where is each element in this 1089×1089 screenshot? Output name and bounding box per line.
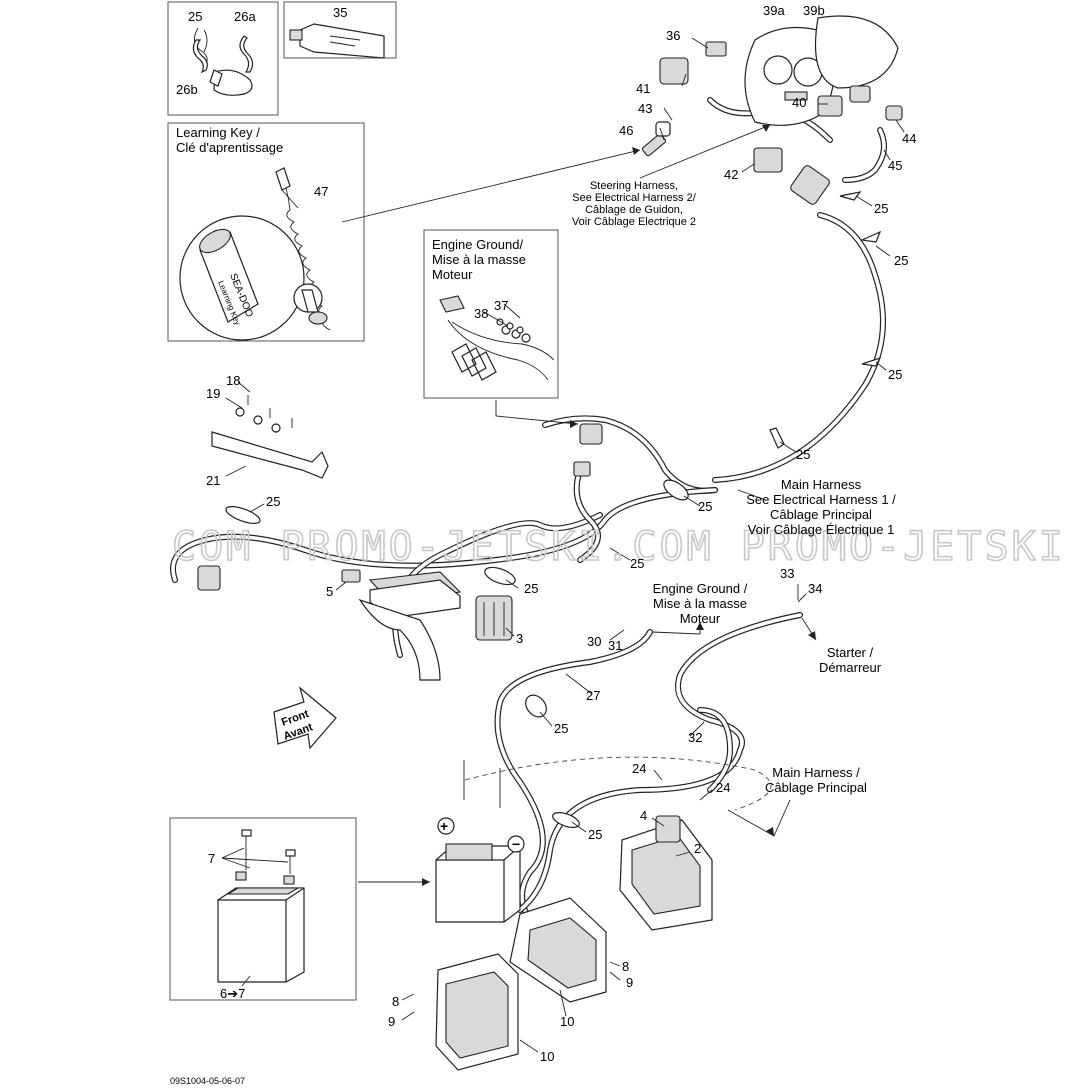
- part-label-24-a: 24: [632, 761, 646, 776]
- part-label-41: 41: [636, 81, 650, 96]
- part-label-31: 31: [608, 638, 622, 653]
- drawing-code: 09S1004-05-06-07: [170, 1076, 245, 1086]
- part-label-2: 2: [694, 841, 701, 856]
- part-label-25-k: 25: [588, 827, 602, 842]
- part-label-33: 33: [780, 566, 794, 581]
- part-label-26b: 26b: [176, 82, 198, 97]
- part-label-26a: 26a: [234, 9, 256, 24]
- note-main-harness-2-line2: Câblage Principal: [765, 780, 867, 795]
- plus-icon: +: [440, 818, 448, 834]
- minus-icon: −: [512, 836, 520, 852]
- part-label-42: 42: [724, 167, 738, 182]
- leader-lines: [221, 37, 905, 1053]
- part-label-43: 43: [638, 101, 652, 116]
- mounting-bracket: [211, 395, 329, 479]
- part-label-25-j: 25: [554, 721, 568, 736]
- part-callouts: 25 26a 26b 35 39a 39b 36 41 40 43 44 46 …: [176, 3, 916, 1064]
- part-label-6-to-7: 6➔7: [220, 986, 245, 1001]
- part-label-45: 45: [888, 158, 902, 173]
- part-label-25-h: 25: [630, 556, 644, 571]
- inset-engine-ground-title-2: Mise à la masse: [432, 252, 526, 267]
- part-label-19: 19: [206, 386, 220, 401]
- part-label-9-b: 9: [388, 1014, 395, 1029]
- switch-blocks: [641, 41, 903, 205]
- part-label-40: 40: [792, 95, 806, 110]
- part-label-34: 34: [808, 581, 822, 596]
- note-main-harness-1-line4: Voir Câblage Électrique 1: [748, 522, 895, 537]
- part-label-24-b: 24: [716, 780, 730, 795]
- part-label-10-a: 10: [560, 1014, 574, 1029]
- part-label-25-g: 25: [698, 499, 712, 514]
- part-label-47: 47: [314, 184, 328, 199]
- note-steering-1: Steering Harness,: [590, 180, 678, 192]
- inset-engine-ground: [423, 229, 559, 399]
- note-main-harness-1-line2: See Electrical Harness 1 /: [746, 492, 896, 507]
- note-engine-ground-2: Mise à la masse: [653, 596, 747, 611]
- watermark: COM PROMO-JETSKI.COM PROMO-JETSKI: [172, 524, 1066, 570]
- part-label-30: 30: [587, 634, 601, 649]
- inset-learning-key: SEA-DOO Learning Key: [167, 122, 365, 342]
- note-main-harness-1-line1: Main Harness: [781, 477, 862, 492]
- part-label-4: 4: [640, 808, 647, 823]
- reference-arrows: [341, 124, 817, 886]
- note-starter-2: Démarreur: [819, 660, 882, 675]
- part-label-7: 7: [208, 851, 215, 866]
- part-label-27: 27: [586, 688, 600, 703]
- inset-learning-key-title-2: Clé d'aprentissage: [176, 140, 283, 155]
- note-steering-3: Câblage de Guidon,: [585, 204, 683, 216]
- dashed-cable-route: [464, 756, 772, 811]
- part-label-25-e: 25: [266, 494, 280, 509]
- part-label-21: 21: [206, 473, 220, 488]
- part-label-39a: 39a: [763, 3, 785, 18]
- note-starter-1: Starter /: [827, 645, 874, 660]
- inset-engine-ground-title-3: Moteur: [432, 267, 473, 282]
- fuse-box: [197, 423, 603, 681]
- inset-clamps: [167, 1, 279, 116]
- part-label-25: 25: [188, 9, 202, 24]
- part-label-25-b: 25: [874, 201, 888, 216]
- part-label-9-a: 9: [626, 975, 633, 990]
- inset-tube: [283, 1, 397, 59]
- part-label-36: 36: [666, 28, 680, 43]
- part-label-32: 32: [688, 730, 702, 745]
- part-label-46: 46: [619, 123, 633, 138]
- part-label-8-b: 8: [392, 994, 399, 1009]
- part-label-18: 18: [226, 373, 240, 388]
- front-arrow: Front Avant: [273, 686, 337, 750]
- part-label-25-c: 25: [894, 253, 908, 268]
- note-main-harness-2-line1: Main Harness /: [772, 765, 860, 780]
- cluster-cover: [815, 15, 899, 89]
- inset-learning-key-title-1: Learning Key /: [176, 125, 260, 140]
- note-engine-ground-3: Moteur: [680, 611, 721, 626]
- part-label-25-i: 25: [524, 581, 538, 596]
- part-label-25-d: 25: [888, 367, 902, 382]
- cable-ties: [225, 191, 882, 828]
- harness-wires: [170, 97, 887, 935]
- inset-engine-ground-title-1: Engine Ground/: [432, 237, 523, 252]
- part-label-10-b: 10: [540, 1049, 554, 1064]
- part-label-35: 35: [333, 5, 347, 20]
- note-steering-4: Voir Câblage Electrique 2: [572, 216, 696, 228]
- part-label-5: 5: [326, 584, 333, 599]
- note-main-harness-1-line3: Câblage Principal: [770, 507, 872, 522]
- part-label-38: 38: [474, 306, 488, 321]
- note-steering-2: See Electrical Harness 2/: [572, 192, 696, 204]
- part-label-44: 44: [902, 131, 916, 146]
- part-label-37: 37: [494, 298, 508, 313]
- part-label-25-f: 25: [796, 447, 810, 462]
- battery-main: + −: [435, 760, 525, 923]
- gauge-cluster: [744, 26, 836, 126]
- inset-battery: [169, 817, 357, 1001]
- part-label-3: 3: [516, 631, 523, 646]
- part-label-8-a: 8: [622, 959, 629, 974]
- battery-trays: [435, 815, 713, 1071]
- note-engine-ground-1: Engine Ground /: [653, 581, 748, 596]
- part-label-39b: 39b: [803, 3, 825, 18]
